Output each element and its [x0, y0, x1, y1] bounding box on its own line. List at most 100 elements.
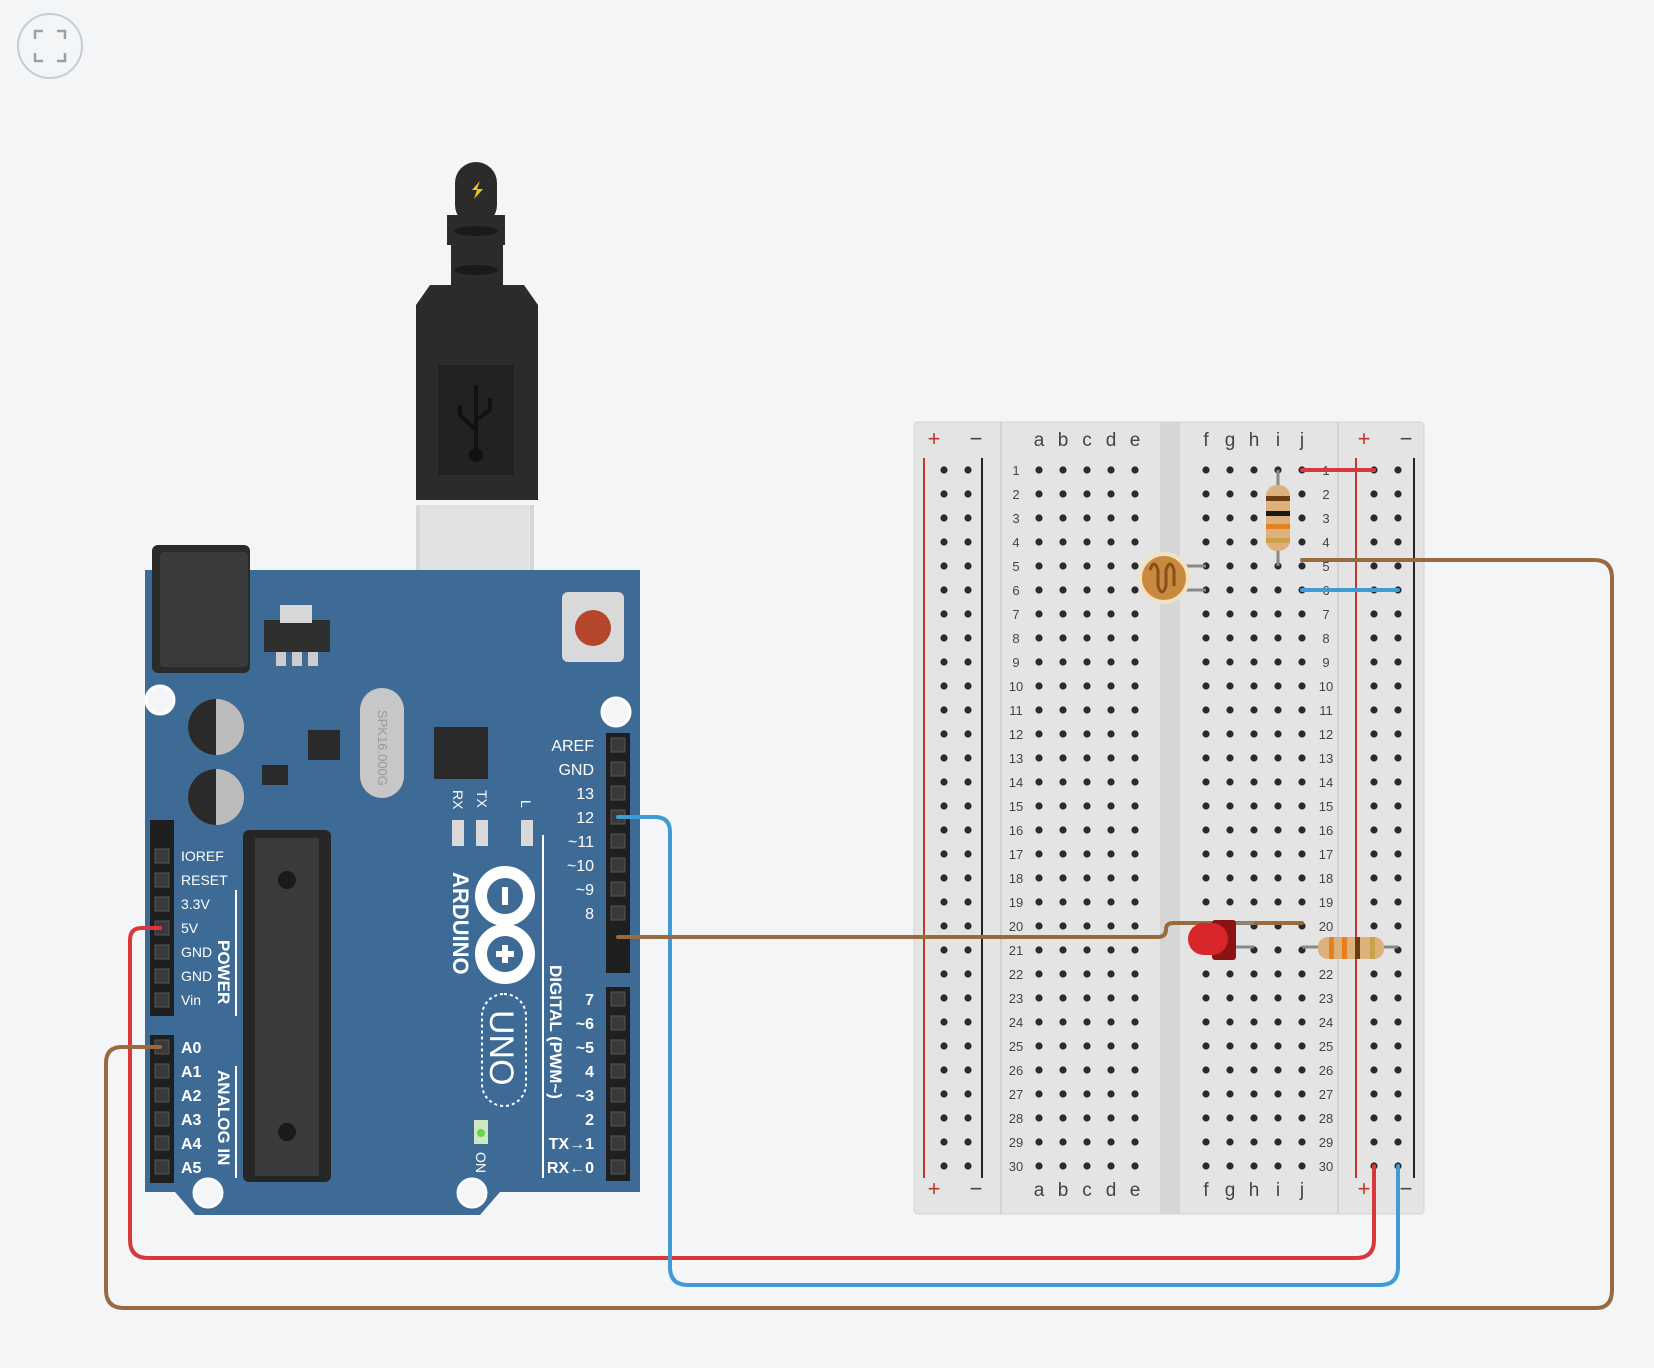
- breadboard-hole[interactable]: [1059, 970, 1067, 978]
- breadboard-hole[interactable]: [1131, 682, 1139, 690]
- breadboard-hole[interactable]: [1035, 1114, 1043, 1122]
- breadboard-hole[interactable]: [1394, 466, 1402, 474]
- breadboard-hole[interactable]: [1083, 1066, 1091, 1074]
- breadboard-hole[interactable]: [1059, 538, 1067, 546]
- breadboard-hole[interactable]: [1035, 706, 1043, 714]
- breadboard-hole[interactable]: [1250, 826, 1258, 834]
- breadboard-hole[interactable]: [1370, 538, 1378, 546]
- breadboard-hole[interactable]: [1083, 586, 1091, 594]
- breadboard-hole[interactable]: [1059, 1162, 1067, 1170]
- breadboard-hole[interactable]: [1035, 1066, 1043, 1074]
- breadboard-hole[interactable]: [1131, 1114, 1139, 1122]
- breadboard-hole[interactable]: [1274, 706, 1282, 714]
- breadboard-hole[interactable]: [1394, 610, 1402, 618]
- breadboard-hole[interactable]: [1083, 658, 1091, 666]
- breadboard-hole[interactable]: [1035, 850, 1043, 858]
- breadboard-hole[interactable]: [940, 802, 948, 810]
- breadboard-hole[interactable]: [1226, 754, 1234, 762]
- breadboard-hole[interactable]: [1226, 898, 1234, 906]
- breadboard-hole[interactable]: [1202, 490, 1210, 498]
- breadboard-hole[interactable]: [940, 1138, 948, 1146]
- header-pin[interactable]: [154, 968, 170, 984]
- breadboard-hole[interactable]: [1298, 778, 1306, 786]
- breadboard-hole[interactable]: [1394, 538, 1402, 546]
- breadboard-hole[interactable]: [1059, 1114, 1067, 1122]
- breadboard-hole[interactable]: [1250, 586, 1258, 594]
- breadboard-hole[interactable]: [1298, 658, 1306, 666]
- breadboard-hole[interactable]: [1226, 850, 1234, 858]
- breadboard-hole[interactable]: [1131, 1042, 1139, 1050]
- wire-a0-brown[interactable]: [104, 558, 1614, 1310]
- breadboard-hole[interactable]: [1131, 970, 1139, 978]
- breadboard-hole[interactable]: [1107, 706, 1115, 714]
- breadboard-hole[interactable]: [1274, 1018, 1282, 1026]
- breadboard-hole[interactable]: [1059, 730, 1067, 738]
- breadboard-hole[interactable]: [1370, 802, 1378, 810]
- breadboard-hole[interactable]: [1394, 682, 1402, 690]
- header-pin[interactable]: [610, 1135, 626, 1151]
- breadboard-hole[interactable]: [1035, 1162, 1043, 1170]
- breadboard-hole[interactable]: [940, 1042, 948, 1050]
- breadboard-hole[interactable]: [940, 1162, 948, 1170]
- breadboard-hole[interactable]: [1083, 874, 1091, 882]
- breadboard-hole[interactable]: [1202, 826, 1210, 834]
- breadboard-hole[interactable]: [1370, 730, 1378, 738]
- breadboard-hole[interactable]: [1035, 1138, 1043, 1146]
- breadboard-hole[interactable]: [1202, 466, 1210, 474]
- breadboard-hole[interactable]: [1394, 802, 1402, 810]
- breadboard-hole[interactable]: [1274, 610, 1282, 618]
- breadboard-hole[interactable]: [1131, 898, 1139, 906]
- breadboard-hole[interactable]: [940, 538, 948, 546]
- breadboard-hole[interactable]: [1226, 634, 1234, 642]
- breadboard-hole[interactable]: [1370, 658, 1378, 666]
- breadboard-hole[interactable]: [1131, 994, 1139, 1002]
- breadboard-hole[interactable]: [1107, 778, 1115, 786]
- breadboard-hole[interactable]: [1226, 1090, 1234, 1098]
- breadboard-hole[interactable]: [1394, 1066, 1402, 1074]
- breadboard-hole[interactable]: [1083, 706, 1091, 714]
- breadboard-hole[interactable]: [964, 586, 972, 594]
- breadboard-hole[interactable]: [1202, 1042, 1210, 1050]
- breadboard-hole[interactable]: [940, 850, 948, 858]
- breadboard-hole[interactable]: [1059, 946, 1067, 954]
- breadboard-hole[interactable]: [1131, 586, 1139, 594]
- breadboard-hole[interactable]: [1202, 1114, 1210, 1122]
- breadboard-hole[interactable]: [1131, 562, 1139, 570]
- breadboard-hole[interactable]: [1226, 970, 1234, 978]
- breadboard-hole[interactable]: [1370, 1018, 1378, 1026]
- breadboard-hole[interactable]: [1107, 898, 1115, 906]
- breadboard-hole[interactable]: [1035, 994, 1043, 1002]
- breadboard-hole[interactable]: [1394, 1138, 1402, 1146]
- header-pin[interactable]: [154, 1111, 170, 1127]
- breadboard-hole[interactable]: [1250, 634, 1258, 642]
- breadboard-hole[interactable]: [1250, 682, 1258, 690]
- breadboard-hole[interactable]: [1298, 562, 1306, 570]
- breadboard-hole[interactable]: [940, 874, 948, 882]
- breadboard-hole[interactable]: [1107, 658, 1115, 666]
- breadboard-hole[interactable]: [1226, 1138, 1234, 1146]
- breadboard-hole[interactable]: [1107, 1162, 1115, 1170]
- breadboard-hole[interactable]: [964, 970, 972, 978]
- breadboard-hole[interactable]: [1131, 1018, 1139, 1026]
- breadboard-hole[interactable]: [1298, 514, 1306, 522]
- breadboard-hole[interactable]: [1394, 1090, 1402, 1098]
- breadboard-hole[interactable]: [1370, 634, 1378, 642]
- breadboard-hole[interactable]: [1083, 610, 1091, 618]
- breadboard-hole[interactable]: [1250, 802, 1258, 810]
- breadboard-hole[interactable]: [1035, 754, 1043, 762]
- breadboard-hole[interactable]: [1107, 946, 1115, 954]
- breadboard-hole[interactable]: [964, 562, 972, 570]
- breadboard-hole[interactable]: [1298, 994, 1306, 1002]
- breadboard-hole[interactable]: [1370, 706, 1378, 714]
- breadboard-hole[interactable]: [1059, 682, 1067, 690]
- analog-header[interactable]: [150, 1035, 174, 1183]
- breadboard-hole[interactable]: [1131, 778, 1139, 786]
- breadboard-hole[interactable]: [1274, 754, 1282, 762]
- arduino-uno[interactable]: SPK16.000G RX TX L ON: [144, 545, 640, 1215]
- breadboard-hole[interactable]: [1370, 1042, 1378, 1050]
- breadboard-hole[interactable]: [1107, 874, 1115, 882]
- breadboard-hole[interactable]: [1370, 922, 1378, 930]
- breadboard-hole[interactable]: [1131, 826, 1139, 834]
- breadboard-hole[interactable]: [1131, 874, 1139, 882]
- breadboard-hole[interactable]: [1298, 1162, 1306, 1170]
